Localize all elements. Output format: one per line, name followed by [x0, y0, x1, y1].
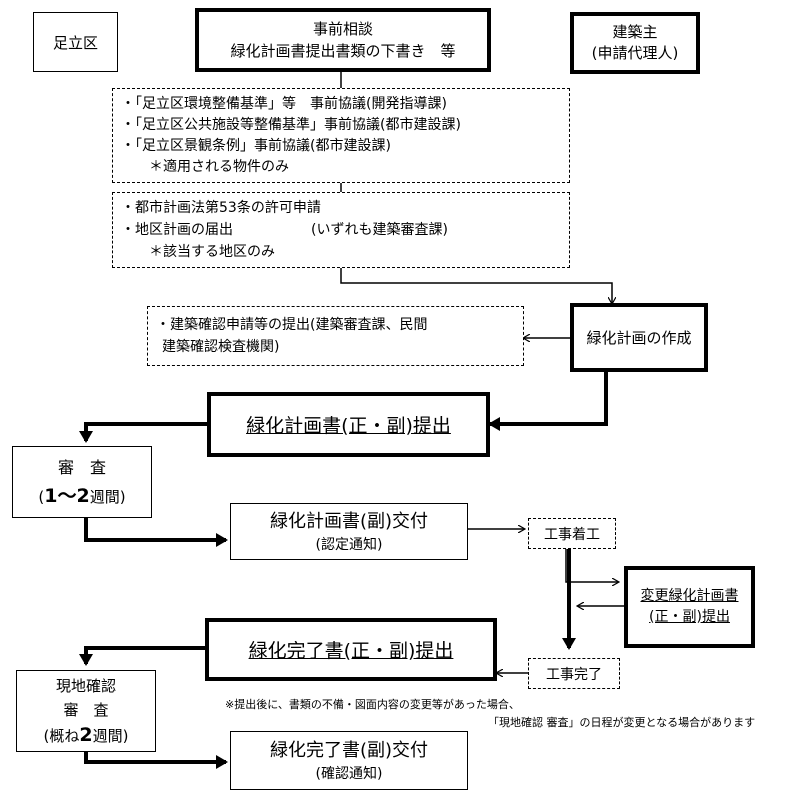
issue1-box: 緑化計画書(副)交付 (認定通知): [230, 503, 468, 560]
permit-item-2: ・地区計画の届出: [121, 222, 233, 238]
permit-box: ・都市計画法第53条の許可申請 ・地区計画の届出 (いずれも建築審査課) ＊該当す…: [112, 192, 570, 268]
sakusei-label: 緑化計画の作成: [586, 329, 692, 347]
kakunin-line-1: ・建築確認申請等の提出(建築審査課、民間: [156, 317, 428, 333]
adachi-label-box: 足立区: [33, 12, 118, 72]
line-permit-to-sakusei: [340, 268, 612, 303]
review2-approx: (概ね: [43, 726, 80, 745]
arrow-start-change: [565, 549, 618, 582]
arrow-sakusei-submit1: [488, 372, 608, 431]
sakusei-box: 緑化計画の作成: [570, 303, 708, 372]
owner-box: 建築主 (申請代理人): [570, 12, 700, 74]
issue2-subtitle: (確認通知): [315, 766, 383, 782]
permit-item-2-dept: (いずれも建築審査課): [311, 222, 448, 238]
preconsult-item-1: ・「足立区環境整備基準」等 事前協議(開発指導課): [121, 95, 447, 112]
owner-title: 建築主: [612, 23, 658, 41]
kakunin-box: ・建築確認申請等の提出(建築審査課、民間 建築確認検査機関): [147, 306, 524, 366]
change-subtitle: (正・副)提出: [649, 609, 730, 625]
arrow-review1-issue1: [84, 518, 228, 547]
note-line-1: ※提出後に、書類の不備・図面内容の変更等があった場合、: [225, 698, 520, 711]
note-line-2: 「現地確認 審査」の日程が変更となる場合があります: [488, 716, 756, 729]
kakunin-line-2: 建築確認検査機関): [162, 339, 280, 355]
owner-subtitle: (申請代理人): [591, 44, 679, 62]
review2-title: 現地確認: [55, 676, 116, 695]
review2-subtitle: 審 査: [63, 700, 109, 719]
review1-unit: 週間): [89, 487, 126, 506]
change-box: 変更緑化計画書 (正・副)提出: [624, 566, 755, 648]
consult-box: 事前相談 緑化計画書提出書類の下書き 等: [195, 8, 491, 72]
adachi-label: 足立区: [52, 33, 98, 52]
review1-paren: (: [38, 487, 45, 506]
submit2-box: 緑化完了書(正・副)提出: [205, 618, 497, 681]
review2-box: 現地確認 審 査 (概ね2週間): [16, 670, 156, 752]
consult-title: 事前相談: [312, 20, 373, 38]
permit-note: ＊該当する地区のみ: [149, 244, 275, 260]
review1-box: 審 査 (1～2週間): [12, 446, 152, 518]
finish-label: 工事完了: [546, 666, 602, 683]
issue2-title: 緑化完了書(副)交付: [269, 740, 429, 761]
preconsult-note: ＊適用される物件のみ: [149, 158, 289, 175]
arrow-submit2-review2: [79, 646, 205, 666]
start-box: 工事着工: [528, 518, 616, 549]
preconsult-item-3: ・「足立区景観条例」事前協議(都市建設課): [121, 137, 391, 154]
preconsult-item-2: ・「足立区公共施設等整備基準」事前協議(都市建設課): [121, 116, 461, 133]
arrow-review2-issue2: [84, 752, 228, 769]
arrow-submit1-review1: [79, 422, 207, 443]
submit1-box: 緑化計画書(正・副)提出: [207, 392, 490, 457]
review1-title: 審 査: [57, 457, 106, 477]
review2-unit: 週間): [92, 726, 129, 745]
review1-weeks: 1～2: [44, 484, 90, 507]
preconsult-box: ・「足立区環境整備基準」等 事前協議(開発指導課) ・「足立区公共施設等整備基準…: [112, 88, 570, 183]
issue2-box: 緑化完了書(副)交付 (確認通知): [230, 731, 468, 790]
review2-duration: (概ね2週間): [44, 722, 129, 749]
review1-duration: (1～2週間): [38, 482, 125, 511]
permit-item-2-row: ・地区計画の届出 (いずれも建築審査課): [121, 219, 448, 241]
submit1-label: 緑化計画書(正・副)提出: [246, 415, 451, 437]
start-label: 工事着工: [544, 526, 600, 543]
change-title: 変更緑化計画書: [640, 588, 739, 604]
permit-item-1: ・都市計画法第53条の許可申請: [121, 200, 321, 216]
consult-subtitle: 緑化計画書提出書類の下書き 等: [230, 42, 456, 60]
issue1-subtitle: (認定通知): [315, 536, 383, 553]
review2-weeks: 2: [79, 723, 93, 746]
finish-box: 工事完了: [528, 658, 620, 689]
issue1-title: 緑化計画書(副)交付: [269, 510, 429, 532]
submit2-label: 緑化完了書(正・副)提出: [248, 640, 454, 662]
